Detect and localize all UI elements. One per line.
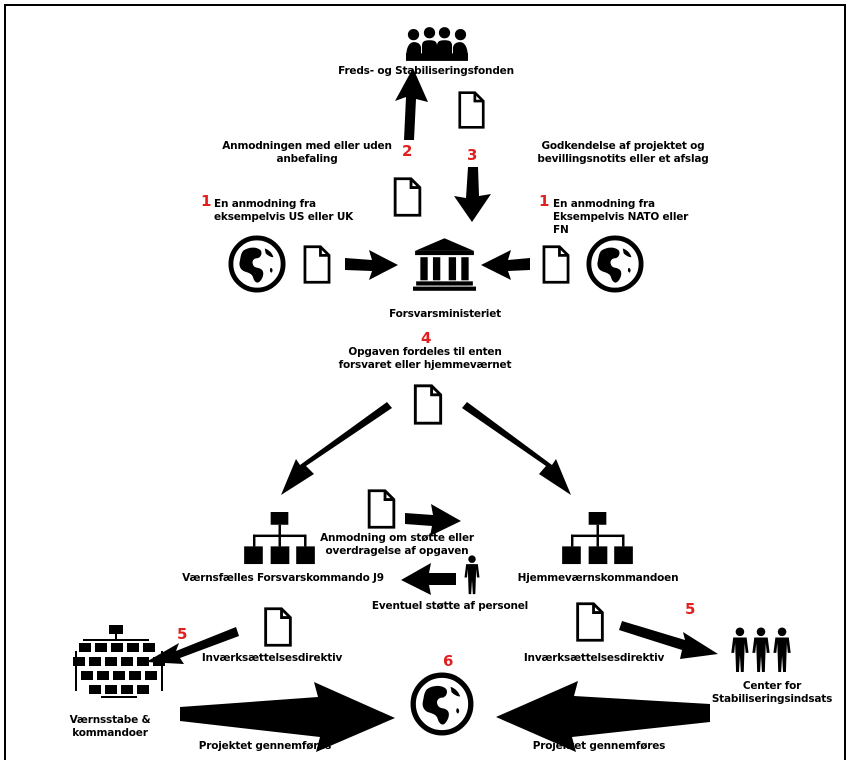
three-people-icon bbox=[731, 627, 790, 672]
globe-icon bbox=[413, 675, 471, 733]
arrow-icon bbox=[281, 402, 392, 495]
arrow-icon bbox=[481, 250, 530, 280]
document-icon bbox=[264, 607, 292, 647]
arrow-icon bbox=[405, 504, 461, 536]
step-1-left: 1 bbox=[201, 192, 212, 210]
arrow-icon bbox=[454, 167, 491, 222]
ministry-building-icon bbox=[413, 238, 476, 291]
approval-label: Godkendelse af projektet og bevillingsno… bbox=[537, 140, 709, 165]
org-chart-icon bbox=[244, 512, 315, 565]
arrow-icon bbox=[146, 627, 239, 664]
people-group-icon bbox=[406, 27, 468, 61]
arrow-icon bbox=[619, 621, 718, 659]
staffs-label: Værnsstabe & kommandoer bbox=[69, 714, 151, 739]
step-6: 6 bbox=[443, 652, 454, 670]
arrow-icon bbox=[462, 402, 571, 495]
arrow-icon bbox=[496, 681, 710, 752]
csi-label: Center for Stabiliseringsindsats bbox=[711, 680, 833, 705]
arrow-icon bbox=[345, 250, 398, 280]
support-request-label: Anmodning om støtte eller overdragelse a… bbox=[320, 532, 474, 557]
executed-left-label: Projektet gennemføres bbox=[198, 740, 332, 752]
hjv-label: Hjemmeværnskommandoen bbox=[517, 572, 679, 584]
recommendation-label: Anmodningen med eller uden anbefaling bbox=[222, 140, 392, 165]
document-icon bbox=[393, 177, 422, 217]
document-icon bbox=[542, 245, 570, 284]
request-us-uk-label: En anmodning fra eksempelvis US eller UK bbox=[214, 198, 354, 223]
ministry-label: Forsvarsministeriet bbox=[389, 308, 501, 320]
vfk-label: Værnsfælles Forsvarskommando J9 bbox=[182, 572, 384, 584]
directive-right-label: Inværksættelsesdirektiv bbox=[523, 652, 665, 664]
step-4: 4 bbox=[421, 329, 432, 347]
person-icon bbox=[464, 555, 480, 595]
step-5-left: 5 bbox=[177, 625, 188, 643]
step-5-right: 5 bbox=[685, 600, 696, 618]
arrow-icon bbox=[395, 68, 428, 140]
request-nato-fn-label: En anmodning fra Eksempelvis NATO eller … bbox=[553, 198, 689, 236]
document-icon bbox=[458, 91, 485, 129]
globe-icon bbox=[589, 238, 641, 290]
document-icon bbox=[413, 384, 443, 425]
executed-right-label: Projektet gennemføres bbox=[532, 740, 666, 752]
step-2: 2 bbox=[402, 142, 413, 160]
step-1-right: 1 bbox=[539, 192, 550, 210]
diagram-border bbox=[4, 4, 846, 765]
globe-icon bbox=[231, 238, 283, 290]
fund-label: Freds- og Stabiliseringsfonden bbox=[338, 65, 514, 77]
personnel-support-label: Eventuel støtte af personel bbox=[371, 600, 529, 612]
step-3: 3 bbox=[467, 146, 478, 164]
org-chart-icon bbox=[562, 512, 633, 565]
arrow-icon bbox=[401, 563, 456, 595]
document-icon bbox=[367, 489, 396, 529]
document-icon bbox=[576, 602, 604, 642]
document-icon bbox=[303, 245, 331, 284]
arrow-icon bbox=[180, 682, 395, 752]
directive-left-label: Inværksættelsesdirektiv bbox=[201, 652, 343, 664]
distribution-label: Opgaven fordeles til enten forsvaret ell… bbox=[338, 346, 512, 371]
